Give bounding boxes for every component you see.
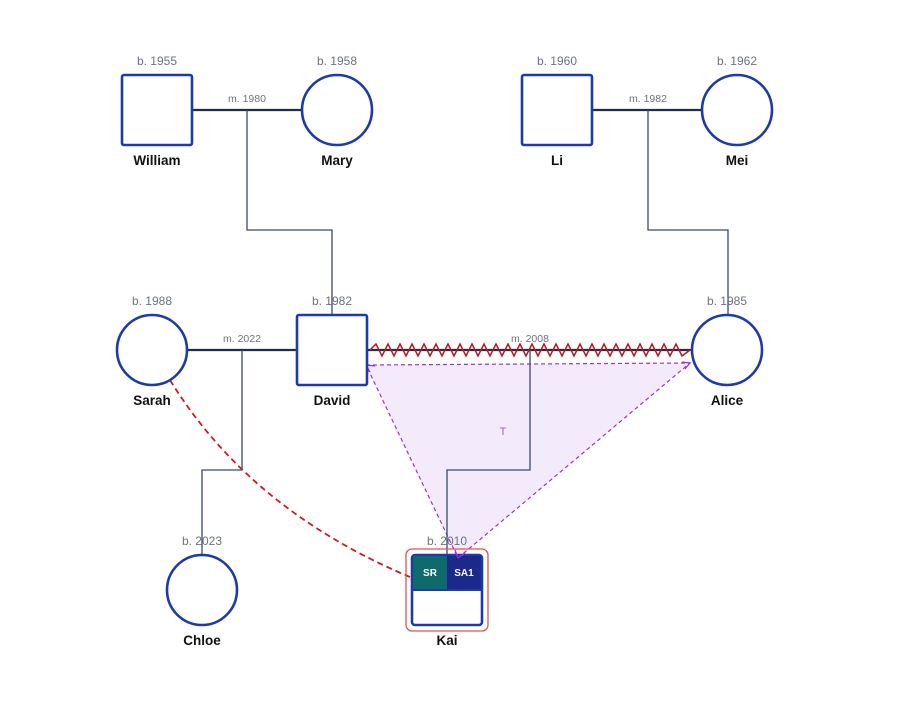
person-mary[interactable]: b. 1958 Mary	[300, 54, 374, 168]
conflict-line-david-alice	[369, 342, 691, 358]
birth-year: b. 2023	[182, 534, 222, 548]
person-name: Mei	[726, 153, 749, 168]
descent-line-david-alice-to-kai	[446, 350, 531, 555]
person-name: Alice	[711, 393, 744, 408]
female-node[interactable]	[115, 313, 189, 387]
female-node[interactable]	[690, 313, 764, 387]
birth-year: b. 1958	[317, 54, 357, 68]
person-david[interactable]: b. 1982 David	[295, 294, 369, 408]
person-name: Sarah	[133, 393, 171, 408]
person-name: Chloe	[183, 633, 221, 648]
person-kai[interactable]: b. 2010 SR SA1 Kai	[405, 534, 489, 648]
person-alice[interactable]: b. 1985 Alice	[690, 294, 764, 408]
person-william[interactable]: b. 1955 William	[120, 54, 194, 168]
badge-sr-label: SR	[423, 568, 438, 579]
person-name: William	[133, 153, 180, 168]
birth-year: b. 1962	[717, 54, 757, 68]
birth-year: b. 1982	[312, 294, 352, 308]
birth-year: b. 1960	[537, 54, 577, 68]
person-name: Li	[551, 153, 563, 168]
cutoff-line-sarah-kai	[169, 379, 411, 578]
person-li[interactable]: b. 1960 Li	[520, 54, 594, 168]
triangle-label: T	[500, 426, 507, 438]
triangle-arrow-kai	[454, 549, 466, 559]
badge-sa1-label: SA1	[454, 568, 474, 579]
descent-line-li-mei-to-alice	[647, 110, 729, 315]
triangle-relationship	[365, 362, 692, 559]
descent-line-sarah-david-to-chloe	[201, 350, 243, 555]
triangle-arrow-alice	[681, 361, 691, 370]
descent-line-william-mary-to-david	[246, 110, 333, 315]
marriage-label-david-alice: m. 2008	[511, 333, 549, 345]
birth-year: b. 1955	[137, 54, 177, 68]
person-mei[interactable]: b. 1962 Mei	[700, 54, 774, 168]
selection-highlight	[405, 548, 489, 632]
male-node[interactable]	[295, 313, 369, 387]
male-node[interactable]	[520, 73, 594, 147]
badge-sa1	[447, 556, 481, 590]
person-name: Mary	[321, 153, 353, 168]
birth-year: b. 1985	[707, 294, 747, 308]
birth-year: b. 2010	[427, 534, 467, 548]
female-node[interactable]	[300, 73, 374, 147]
female-node[interactable]	[165, 553, 239, 627]
male-node[interactable]	[120, 73, 194, 147]
person-chloe[interactable]: b. 2023 Chloe	[165, 534, 239, 648]
person-name: David	[314, 393, 351, 408]
female-node[interactable]	[700, 73, 774, 147]
person-sarah[interactable]: b. 1988 Sarah	[115, 294, 189, 408]
badge-sr	[413, 556, 447, 590]
marriage-label-li-mei: m. 1982	[629, 93, 667, 105]
marriage-label-william-mary: m. 1980	[228, 93, 266, 105]
person-name: Kai	[436, 633, 457, 648]
birth-year: b. 1988	[132, 294, 172, 308]
marriage-label-sarah-david: m. 2022	[223, 333, 261, 345]
